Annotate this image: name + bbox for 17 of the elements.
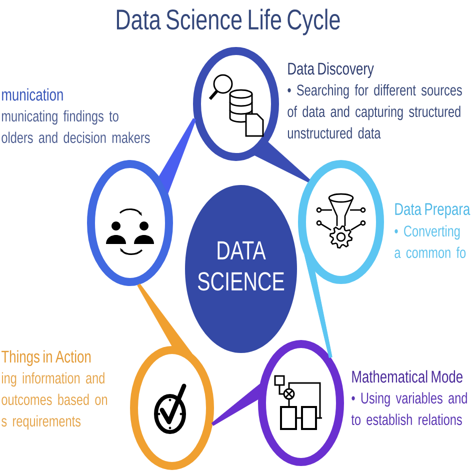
step-heading: Mathematical Mode xyxy=(352,370,462,383)
step-description: • Searching for different sources of data and capturing structured unstructured data xyxy=(288,84,462,139)
connector-tail xyxy=(137,284,192,354)
step-heading: munication xyxy=(2,88,63,101)
step-description: municating findings to olders and decision makers xyxy=(2,110,150,144)
center-label: DATA SCIENCE xyxy=(198,241,284,291)
diagram-title: Data Science Life Cycle xyxy=(116,8,340,36)
connector-tail xyxy=(211,384,260,426)
step-description: • Converting a common fo xyxy=(394,225,466,258)
connector-tail xyxy=(254,142,310,182)
step-heading: Data Prepara xyxy=(395,203,470,218)
connector-tail xyxy=(158,118,196,194)
step-heading: Things in Action xyxy=(2,350,91,366)
step-description: ing information and outcomes based on s requirements xyxy=(2,372,108,430)
step-description: • Using variables and to establish relations xyxy=(351,392,467,426)
step-heading: Data Discovery xyxy=(288,62,374,78)
connector-tail xyxy=(304,254,332,358)
